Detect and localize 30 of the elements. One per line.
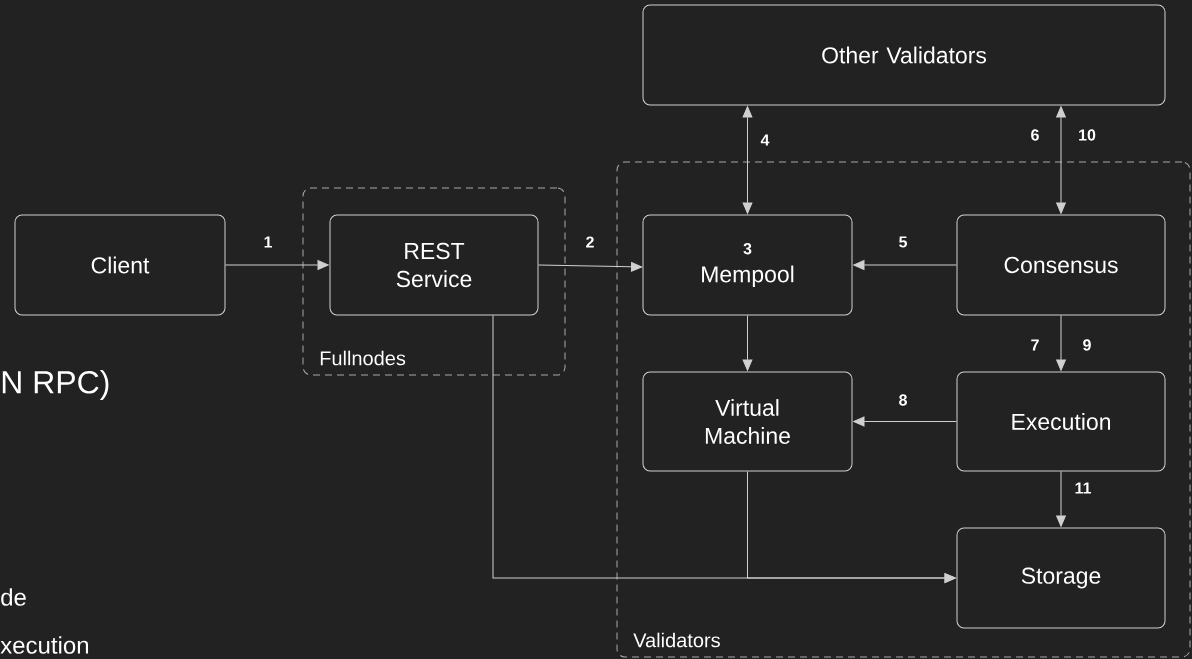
step-number: 9 bbox=[1081, 338, 1093, 352]
step-number: 10 bbox=[1077, 128, 1097, 142]
arrow bbox=[1056, 315, 1066, 371]
arrow bbox=[853, 416, 957, 427]
process-box: Execution bbox=[956, 371, 1166, 472]
arrow bbox=[225, 260, 329, 270]
note-text: N RPC) bbox=[2, 370, 109, 400]
edge-label: 5 bbox=[897, 235, 909, 249]
process-box: Storage bbox=[956, 527, 1166, 629]
edge-label: 4 bbox=[759, 133, 771, 147]
arrow bbox=[538, 261, 643, 272]
edge-label: 8 bbox=[897, 393, 909, 407]
process-box: Client bbox=[14, 214, 226, 316]
arrow bbox=[1056, 106, 1066, 214]
process-box: Consensus bbox=[956, 214, 1166, 316]
edge-label: 2 bbox=[584, 235, 596, 249]
process-box: Other Validators bbox=[642, 4, 1166, 106]
process-box: Virtual Machine bbox=[642, 371, 853, 472]
note-text: xecution bbox=[0, 636, 89, 654]
process-box: 3 Mempool bbox=[642, 214, 853, 316]
process-box: REST Service bbox=[329, 214, 539, 316]
edge-label: 7 bbox=[1029, 338, 1041, 352]
arrow bbox=[747, 471, 956, 583]
arrow bbox=[742, 106, 753, 214]
edge-label: 6 bbox=[1029, 128, 1041, 142]
arrow bbox=[853, 260, 957, 270]
note-text: de bbox=[1, 588, 26, 606]
arrow bbox=[1056, 471, 1066, 527]
edge-label: 1 bbox=[262, 235, 274, 249]
arrow bbox=[742, 315, 753, 371]
